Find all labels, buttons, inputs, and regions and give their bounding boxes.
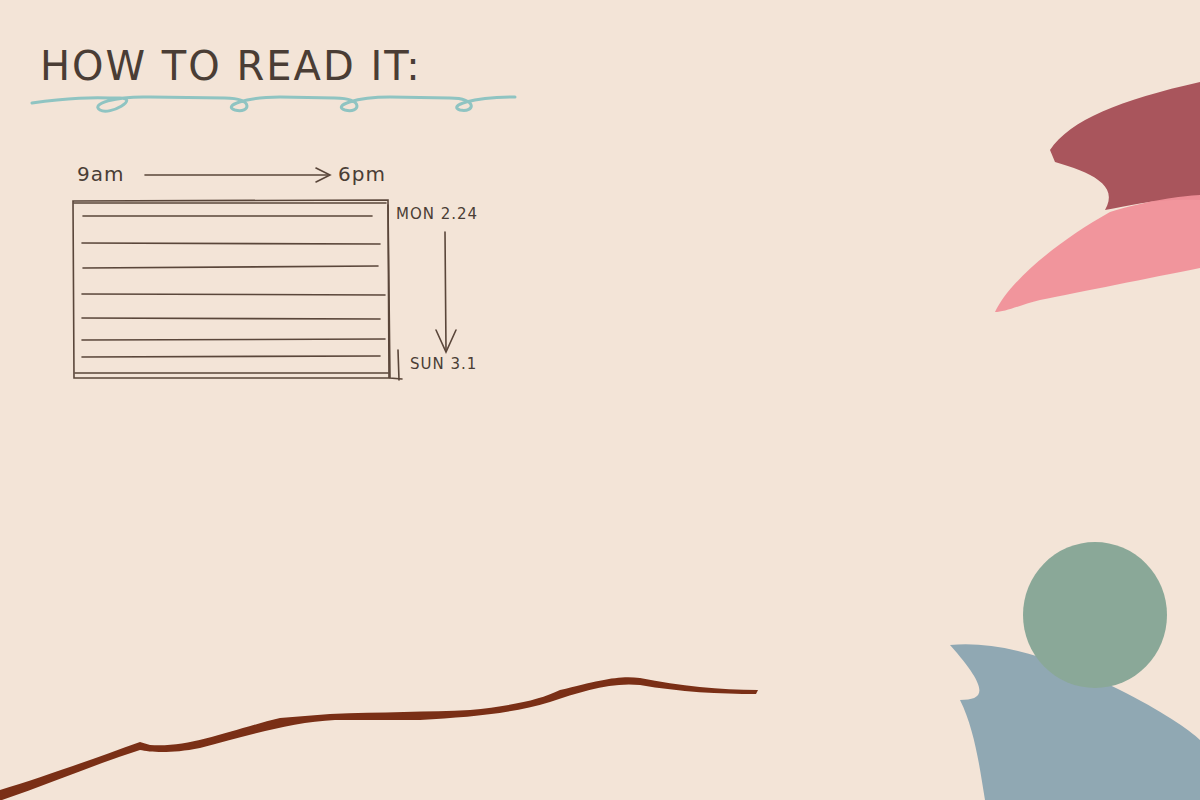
title-holder: HOW TO READ IT: [40, 44, 422, 88]
schedule-grid [73, 200, 402, 380]
paint-dot [1023, 542, 1167, 688]
paint-stroke [1050, 82, 1200, 210]
axis-label: SUN 3.1 [410, 356, 477, 373]
axis-label: 6pm [338, 163, 386, 185]
direction-arrow [145, 168, 456, 352]
brush-line [0, 677, 758, 800]
paint-stroke [995, 195, 1200, 312]
label-holder: 9am [77, 163, 124, 185]
axis-label: MON 2.24 [396, 206, 478, 223]
label-holder: SUN 3.1 [410, 354, 477, 373]
squiggle-underline [32, 97, 515, 111]
label-holder: 6pm [338, 163, 386, 185]
title: HOW TO READ IT: [40, 44, 422, 88]
axis-label: 9am [77, 163, 124, 185]
label-holder: MON 2.24 [396, 204, 478, 223]
